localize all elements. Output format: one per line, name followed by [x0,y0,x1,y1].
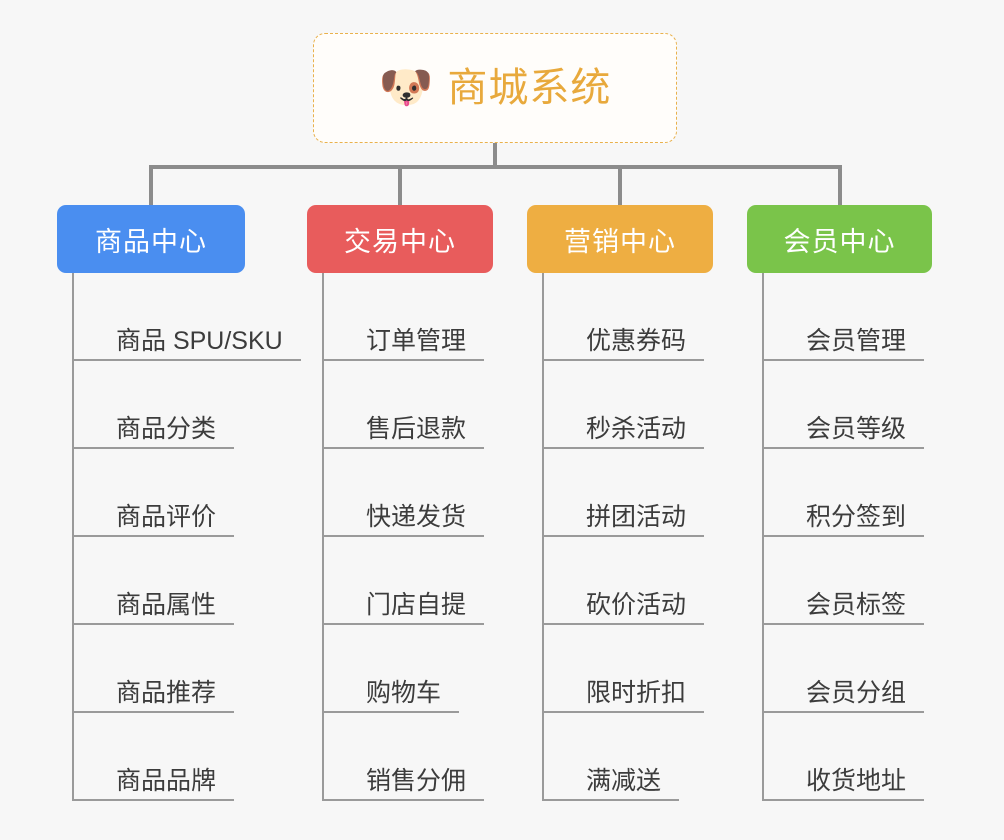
leaf-item[interactable]: 购物车 [322,625,460,713]
leaf-item[interactable]: 商品属性 [72,537,235,625]
leaf-item[interactable]: 商品评价 [72,449,235,537]
leaf-item-label: 商品评价 [116,502,217,531]
leaf-item-label: 快递发货 [366,502,467,531]
leaf-item[interactable]: 订单管理 [322,273,485,361]
leaf-item[interactable]: 满减送 [542,713,680,801]
leaf-item-label: 会员等级 [806,414,907,443]
category-label: 交易中心 [344,226,456,257]
leaf-item[interactable]: 拼团活动 [542,449,705,537]
branch-spine [542,273,544,801]
leaf-item-label: 收货地址 [806,766,907,795]
leaf-item-label: 商品推荐 [116,678,217,707]
leaf-item[interactable]: 积分签到 [762,449,925,537]
leaf-item-label: 商品品牌 [116,766,217,795]
leaf-item[interactable]: 会员分组 [762,625,925,713]
leaf-item[interactable]: 限时折扣 [542,625,705,713]
leaf-item-label: 商品分类 [116,414,217,443]
connector-drop-marketing-center [618,165,622,205]
connector-horizontal-bus [149,165,842,169]
leaf-item-label: 销售分佣 [366,766,467,795]
leaf-item[interactable]: 会员等级 [762,361,925,449]
root-node[interactable]: 🐶 商城系统 [313,33,677,143]
leaf-item-label: 订单管理 [366,326,467,355]
category-label: 商品中心 [95,226,207,257]
leaf-item[interactable]: 砍价活动 [542,537,705,625]
leaf-item-label: 会员管理 [806,326,907,355]
category-box-product-center[interactable]: 商品中心 [57,205,245,273]
leaf-item-label: 优惠券码 [586,326,687,355]
leaf-item-label: 门店自提 [366,590,467,619]
connector-root-stem [493,143,497,169]
leaf-item[interactable]: 售后退款 [322,361,485,449]
branch-spine [322,273,324,801]
category-box-trade-center[interactable]: 交易中心 [307,205,493,273]
branch-spine [72,273,74,801]
leaf-item-label: 限时折扣 [586,678,687,707]
leaf-item[interactable]: 会员管理 [762,273,925,361]
leaf-item-label: 秒杀活动 [586,414,687,443]
leaf-item-label: 拼团活动 [586,502,687,531]
leaf-item[interactable]: 商品推荐 [72,625,235,713]
connector-drop-member-center [838,165,842,205]
leaf-item-label: 满减送 [586,766,662,795]
leaf-item-label: 会员标签 [806,590,907,619]
leaf-item[interactable]: 秒杀活动 [542,361,705,449]
leaf-item-label: 购物车 [366,678,442,707]
leaf-item[interactable]: 收货地址 [762,713,925,801]
leaf-item[interactable]: 商品 SPU/SKU [72,273,301,361]
leaf-item-label: 售后退款 [366,414,467,443]
leaf-item[interactable]: 销售分佣 [322,713,485,801]
branch-spine [762,273,764,801]
category-box-member-center[interactable]: 会员中心 [747,205,932,273]
leaf-item-label: 商品属性 [116,590,217,619]
leaf-item[interactable]: 商品分类 [72,361,235,449]
category-box-marketing-center[interactable]: 营销中心 [527,205,713,273]
category-label: 会员中心 [783,226,896,257]
leaf-item[interactable]: 优惠券码 [542,273,705,361]
leaf-item-label: 商品 SPU/SKU [116,326,283,355]
leaf-item[interactable]: 快递发货 [322,449,485,537]
leaf-item-label: 积分签到 [806,502,907,531]
leaf-item-label: 砍价活动 [586,590,687,619]
leaf-item[interactable]: 会员标签 [762,537,925,625]
root-title: 商城系统 [447,66,612,110]
connector-drop-trade-center [398,165,402,205]
leaf-item[interactable]: 商品品牌 [72,713,235,801]
leaf-item[interactable]: 门店自提 [322,537,485,625]
connector-drop-product-center [149,165,153,205]
leaf-item-label: 会员分组 [806,678,907,707]
dog-face-icon: 🐶 [378,63,434,112]
category-label: 营销中心 [564,226,676,257]
